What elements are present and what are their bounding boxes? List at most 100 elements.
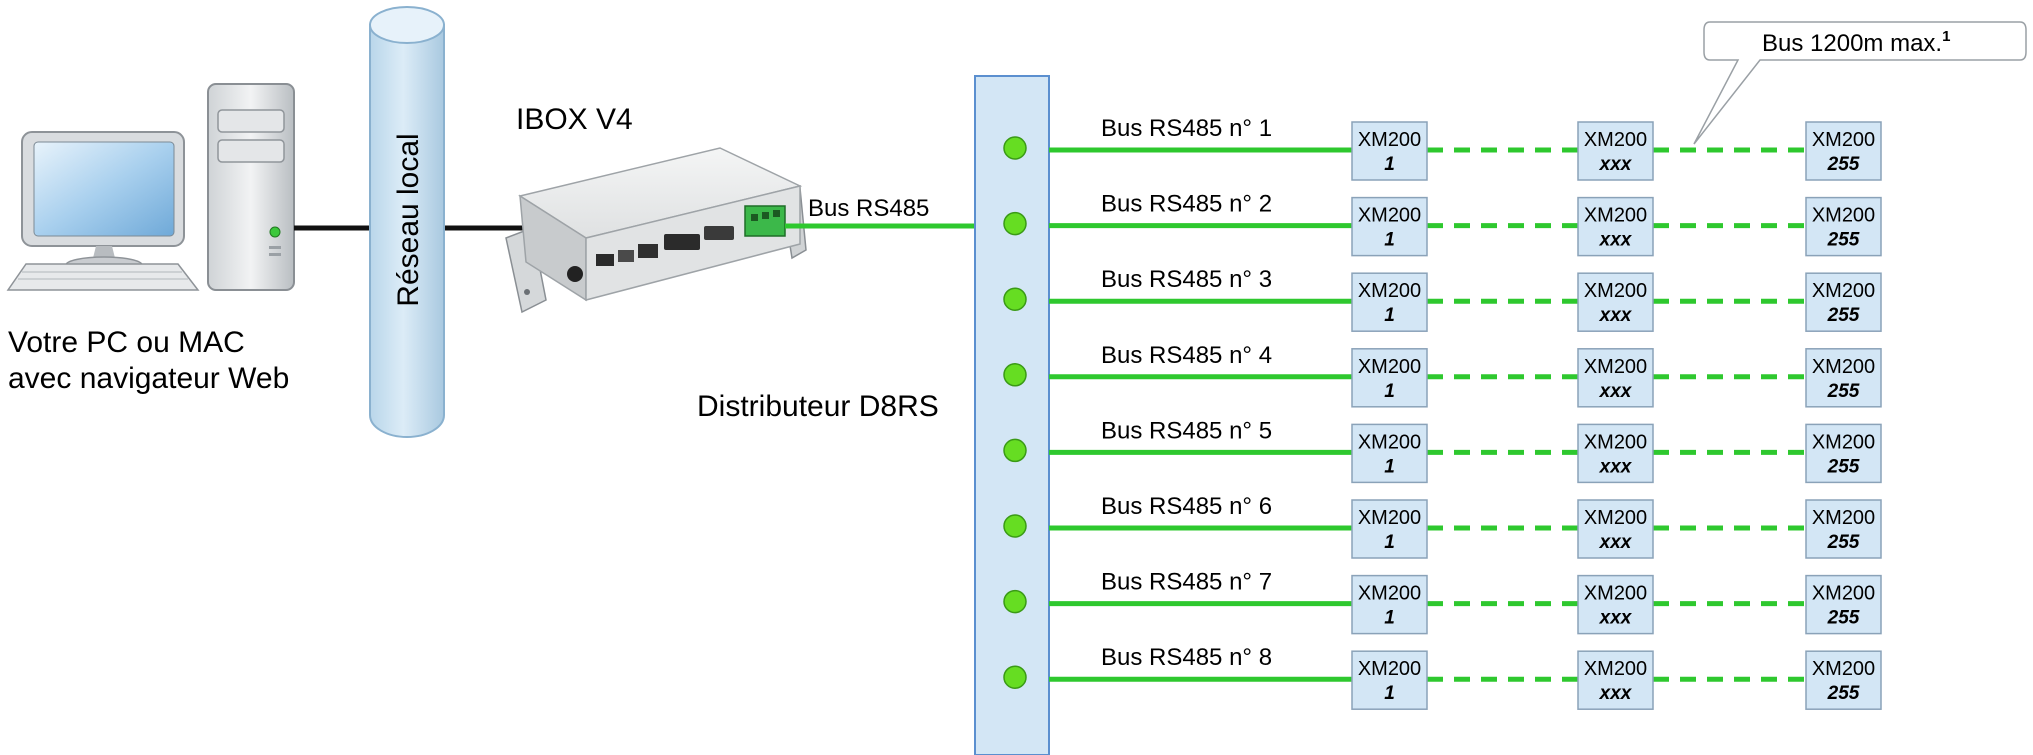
distributor-panel <box>974 75 1050 755</box>
device-address-6-3: 255 <box>1827 532 1860 553</box>
device-box-5-2 <box>1577 423 1654 484</box>
device-address-3-2: xxx <box>1599 305 1633 326</box>
device-address-7-1: 1 <box>1384 608 1395 629</box>
device-address-4-3: 255 <box>1827 381 1860 402</box>
device-model-7-2: XM200 <box>1584 583 1647 605</box>
callout-footnote: 1 <box>1942 28 1950 45</box>
device-address-4-1: 1 <box>1384 381 1395 402</box>
device-box-7-1 <box>1351 574 1428 635</box>
bus-label-1: Bus RS485 n° 1 <box>1101 115 1272 142</box>
device-box-3-3 <box>1805 272 1882 332</box>
device-address-6-2: xxx <box>1599 532 1633 553</box>
device-box-7-3 <box>1805 574 1882 635</box>
device-address-8-1: 1 <box>1384 683 1395 704</box>
device-model-8-2: XM200 <box>1584 658 1647 680</box>
device-model-6-1: XM200 <box>1358 507 1421 529</box>
device-model-2-3: XM200 <box>1812 205 1875 227</box>
device-model-5-1: XM200 <box>1358 431 1421 453</box>
bus-led-3 <box>1003 287 1027 311</box>
device-model-5-3: XM200 <box>1812 431 1875 453</box>
bus-label-7: Bus RS485 n° 7 <box>1101 569 1272 596</box>
bus-led-5 <box>1003 438 1027 463</box>
device-address-1-1: 1 <box>1384 154 1395 175</box>
bus-row-2: Bus RS485 n° 2 XM200 1 XM200 xxx XM200 255 <box>1003 191 1882 257</box>
bus-led-1 <box>1003 136 1027 160</box>
device-model-5-2: XM200 <box>1584 431 1647 453</box>
device-box-7-2 <box>1577 574 1654 635</box>
bus-row-8: Bus RS485 n° 8 XM200 1 XM200 xxx XM200 255 <box>1003 644 1882 710</box>
device-address-1-3: 255 <box>1827 154 1860 175</box>
device-box-1-3 <box>1805 121 1882 181</box>
device-box-3-2 <box>1577 272 1654 332</box>
device-address-2-2: xxx <box>1599 230 1633 251</box>
device-model-3-2: XM200 <box>1584 280 1647 302</box>
device-address-8-3: 255 <box>1827 683 1860 704</box>
bus-led-6 <box>1003 514 1027 538</box>
bus-label-4: Bus RS485 n° 4 <box>1101 342 1272 369</box>
device-address-3-1: 1 <box>1384 305 1395 326</box>
network-cylinder <box>369 6 445 438</box>
device-model-1-3: XM200 <box>1812 129 1875 151</box>
bus-row-7: Bus RS485 n° 7 XM200 1 XM200 xxx XM200 255 <box>1003 569 1882 635</box>
pc-label-line1: Votre PC ou MAC <box>8 326 245 359</box>
bus-led-8 <box>1003 665 1027 689</box>
device-model-2-1: XM200 <box>1358 205 1421 227</box>
device-box-3-1 <box>1351 272 1428 332</box>
device-address-7-3: 255 <box>1827 608 1860 629</box>
device-box-1-2 <box>1577 121 1654 181</box>
device-address-2-3: 255 <box>1827 230 1860 251</box>
device-model-7-1: XM200 <box>1358 583 1421 605</box>
device-address-2-1: 1 <box>1384 230 1395 251</box>
device-address-4-2: xxx <box>1599 381 1633 402</box>
device-box-2-1 <box>1351 196 1428 257</box>
bus-label-2: Bus RS485 n° 2 <box>1101 191 1272 218</box>
device-model-8-3: XM200 <box>1812 658 1875 680</box>
pc-label-line2: avec navigateur Web <box>8 362 289 395</box>
bus-length-callout <box>1693 21 2027 145</box>
ibox-label: IBOX V4 <box>516 103 633 136</box>
ibox-device-icon <box>505 147 807 314</box>
device-address-6-1: 1 <box>1384 532 1395 553</box>
bus-label-6: Bus RS485 n° 6 <box>1101 493 1272 520</box>
device-model-4-1: XM200 <box>1358 356 1421 378</box>
device-address-8-2: xxx <box>1599 683 1633 704</box>
callout-label: Bus 1200m max.1 <box>1762 28 1950 57</box>
device-model-6-3: XM200 <box>1812 507 1875 529</box>
device-box-6-3 <box>1805 499 1882 559</box>
bus-label-8: Bus RS485 n° 8 <box>1101 644 1272 671</box>
device-box-4-1 <box>1351 348 1428 408</box>
device-box-8-2 <box>1577 650 1654 710</box>
device-box-5-3 <box>1805 423 1882 484</box>
device-address-5-1: 1 <box>1384 456 1395 477</box>
pc-icon <box>6 83 295 291</box>
main-bus-label: Bus RS485 <box>808 195 929 222</box>
device-model-3-3: XM200 <box>1812 280 1875 302</box>
device-box-5-1 <box>1351 423 1428 484</box>
device-address-1-2: xxx <box>1599 154 1633 175</box>
device-box-8-1 <box>1351 650 1428 710</box>
device-address-7-2: xxx <box>1599 608 1633 629</box>
network-label: Réseau local <box>392 133 425 306</box>
device-model-8-1: XM200 <box>1358 658 1421 680</box>
device-model-7-3: XM200 <box>1812 583 1875 605</box>
device-box-2-3 <box>1805 196 1882 257</box>
device-box-1-1 <box>1351 121 1428 181</box>
device-box-6-1 <box>1351 499 1428 559</box>
device-address-3-3: 255 <box>1827 305 1860 326</box>
device-box-6-2 <box>1577 499 1654 559</box>
callout-text: Bus 1200m max. <box>1762 30 1942 57</box>
bus-led-7 <box>1003 589 1027 614</box>
bus-led-2 <box>1003 211 1027 236</box>
device-address-5-3: 255 <box>1827 456 1860 477</box>
device-address-5-2: xxx <box>1599 456 1633 477</box>
device-box-8-3 <box>1805 650 1882 710</box>
device-model-2-2: XM200 <box>1584 205 1647 227</box>
device-box-4-3 <box>1805 348 1882 408</box>
device-model-1-1: XM200 <box>1358 129 1421 151</box>
